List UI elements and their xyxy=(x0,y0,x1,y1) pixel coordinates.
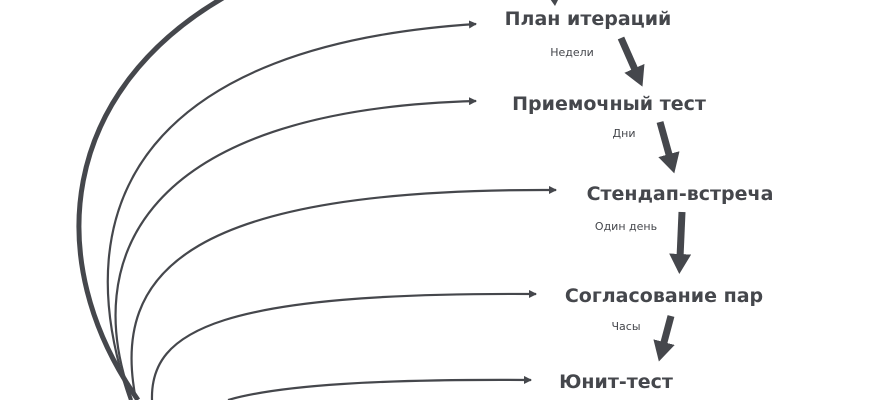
node-pair-negotiation: Согласование пар xyxy=(565,285,763,307)
edge-label-weeks: Недели xyxy=(550,46,594,59)
node-acceptance-test: Приемочный тест xyxy=(512,93,706,115)
arrow-plan-to-acceptance xyxy=(617,36,645,87)
curve-to-pair-negotiation xyxy=(150,289,537,400)
curve-to-acceptance-test xyxy=(114,97,477,400)
outer-loop-arc xyxy=(76,0,225,400)
arrow-standup-to-pair xyxy=(669,211,692,274)
top-arrowhead xyxy=(550,0,558,6)
edge-label-one-day: Один день xyxy=(595,220,657,233)
arrow-acceptance-to-standup xyxy=(656,121,680,174)
node-standup-meeting: Стендап-встреча xyxy=(587,183,774,205)
arrow-pair-to-unit xyxy=(653,315,675,362)
curve-to-standup xyxy=(130,185,557,400)
edge-label-days: Дни xyxy=(613,127,636,140)
edge-label-hours: Часы xyxy=(611,320,640,333)
curve-to-iteration-plan xyxy=(106,20,477,400)
node-iteration-plan: План итераций xyxy=(505,8,672,30)
curve-to-unit-test xyxy=(227,375,532,400)
node-unit-test: Юнит-тест xyxy=(559,371,673,393)
